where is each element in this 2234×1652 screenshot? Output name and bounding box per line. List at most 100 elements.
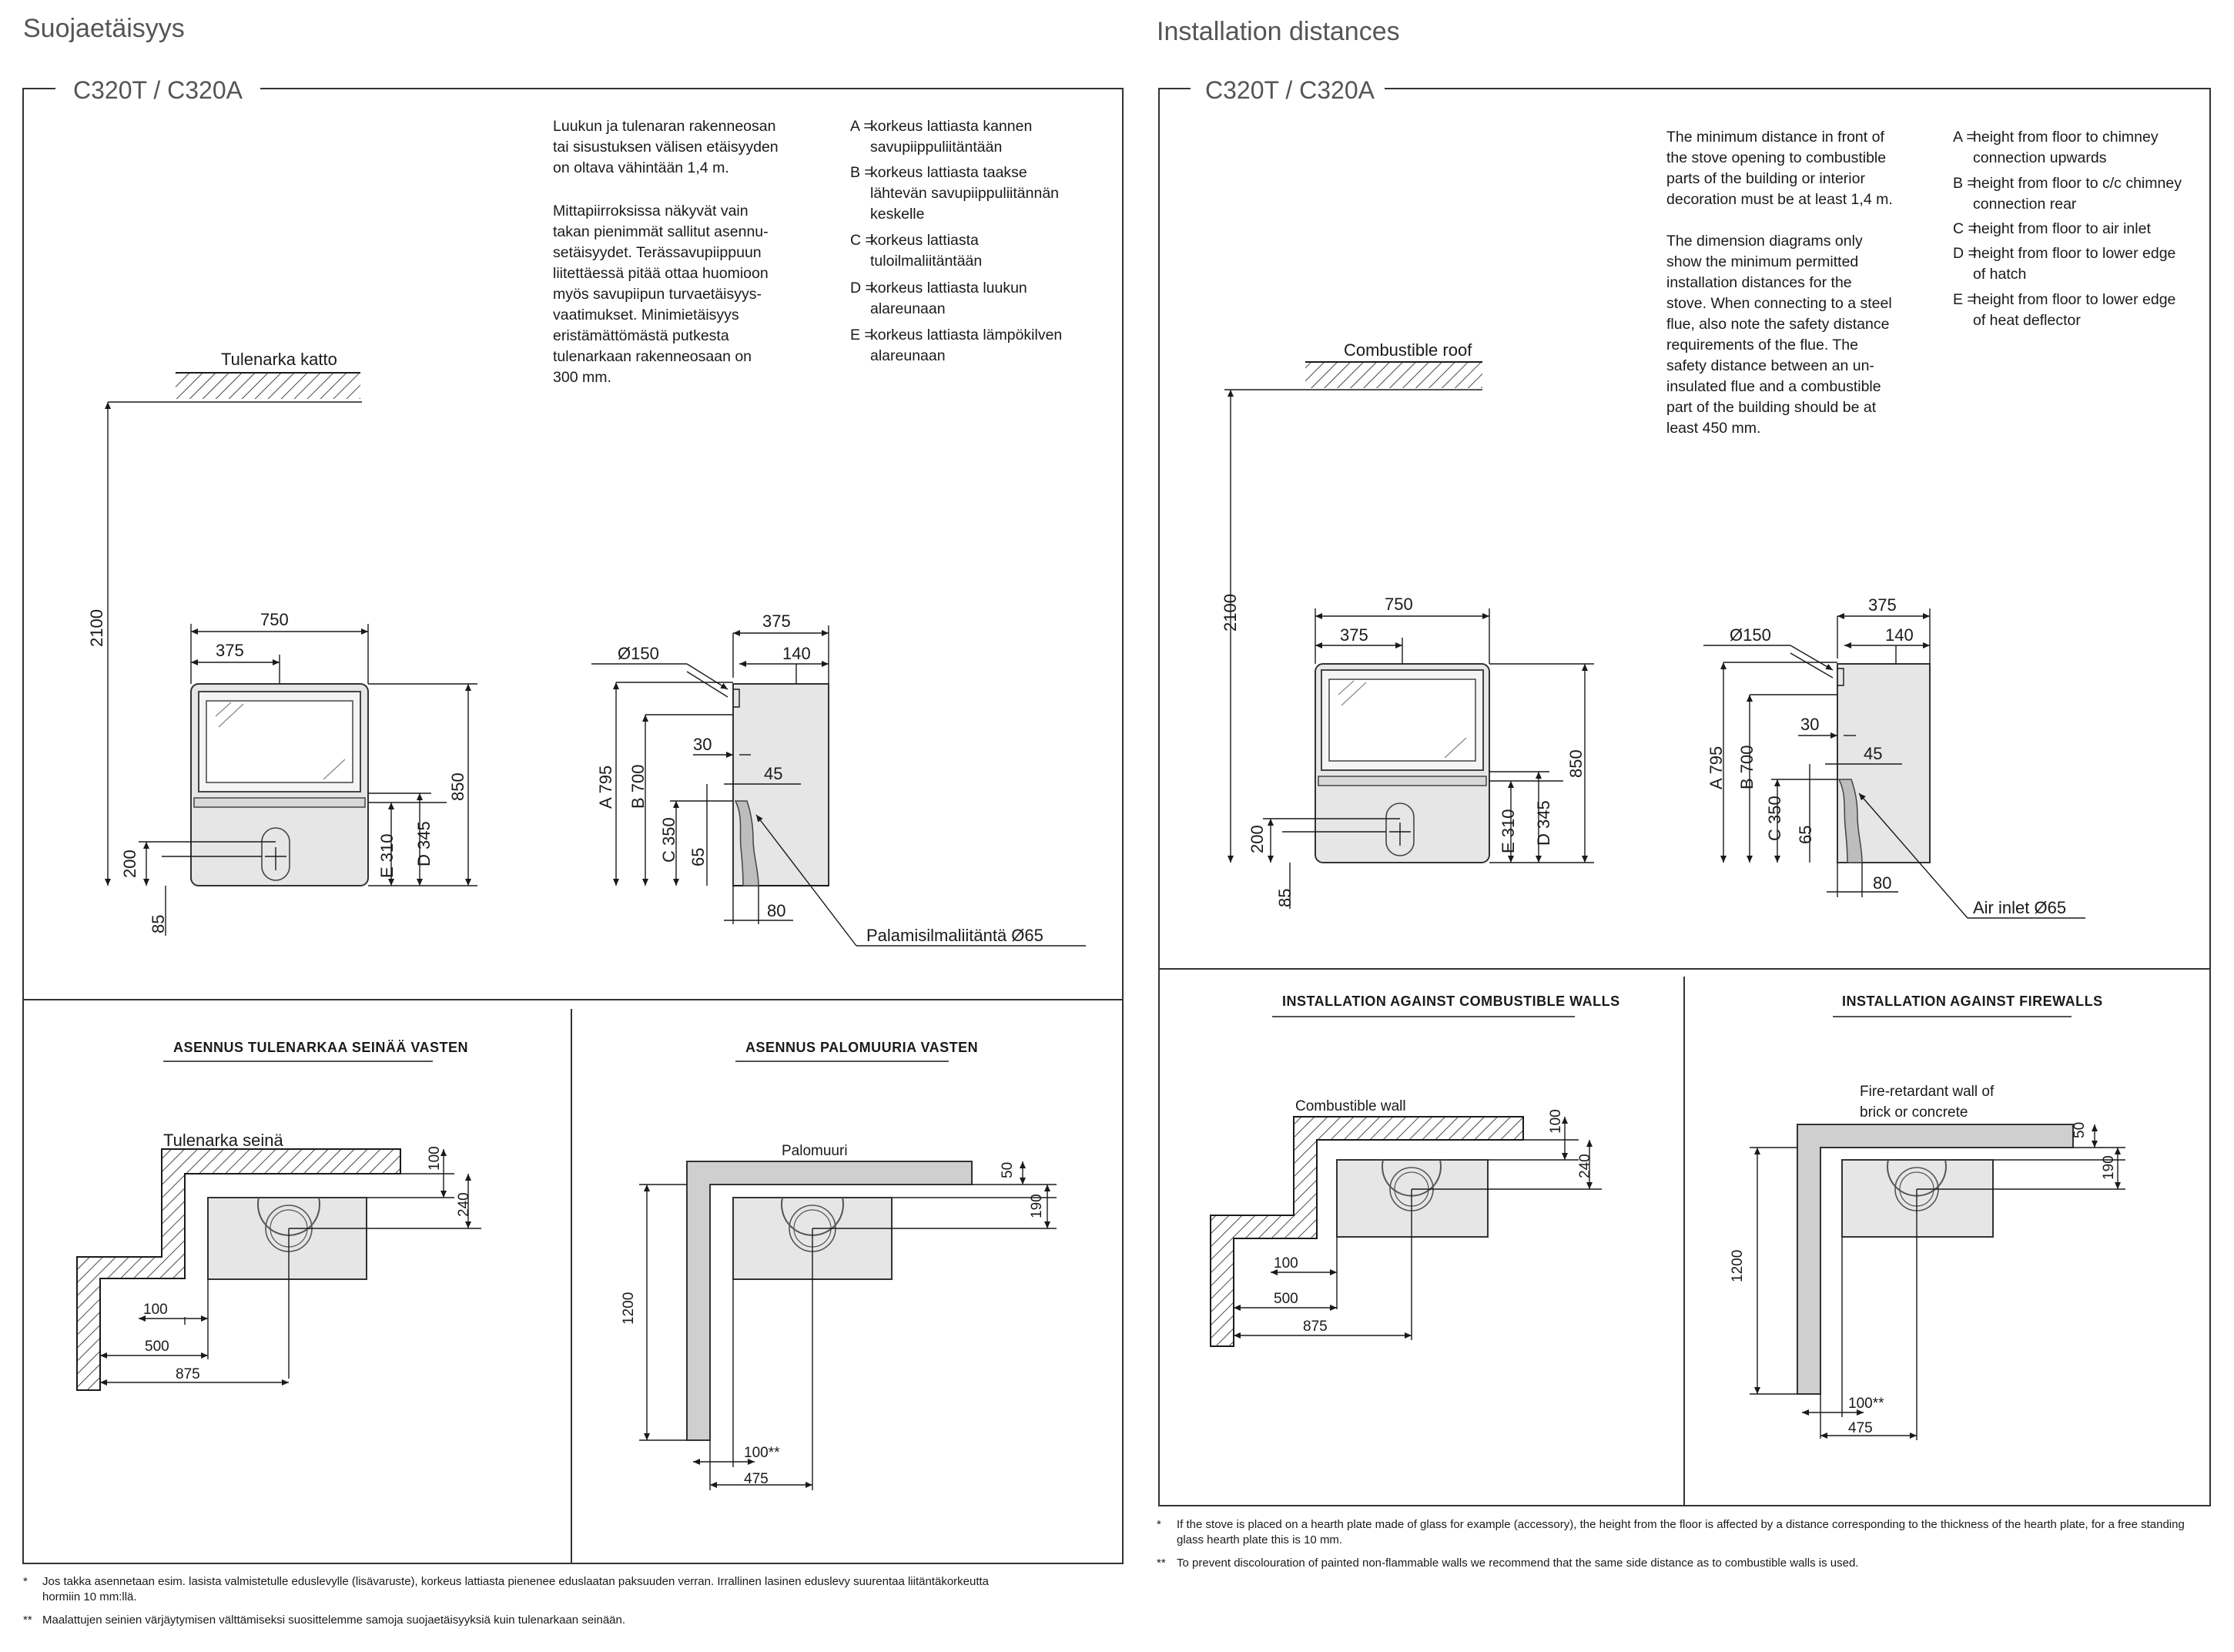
legend-key: C =: [850, 232, 874, 249]
dim-inlet-x: 85: [1275, 889, 1295, 907]
dim-inlet-back: 80: [767, 901, 785, 920]
right-intro-text: The minimum distance in front of the sto…: [1666, 129, 1893, 437]
left-front-view: 2100 750 375 850 D 345 E 310 200: [87, 402, 477, 936]
left-main-frame: [22, 88, 1124, 1564]
dim-depth: 375: [1868, 595, 1897, 615]
legend-key: E =: [1953, 291, 1976, 308]
roof-hatch: [176, 373, 360, 399]
legend-key: E =: [850, 327, 873, 343]
left-body-line: myös savupiipun turvaetäisyys-: [553, 286, 762, 303]
legend-text: savupiippuliitäntään: [870, 139, 1002, 156]
left-intro-line: on oltava vähintään 1,4 m.: [553, 159, 729, 176]
footnote-text: Maalattujen seinien värjäytymisen välttä…: [42, 1613, 625, 1627]
dim-wall-back: 240: [1577, 1154, 1593, 1178]
dim-depth: 375: [762, 612, 791, 631]
wall-label: Tulenarka seinä: [163, 1131, 283, 1150]
dim-flue-offset: 140: [782, 644, 811, 663]
dim-c: C 350: [659, 817, 678, 863]
legend-key: D =: [1953, 245, 1977, 262]
dim-d: D 345: [1534, 800, 1553, 846]
firewall-label: Fire-retardant wall of: [1860, 1084, 1995, 1100]
dim-wall-side: 100: [427, 1146, 443, 1171]
legend-text: height from floor to c/c chimney: [1973, 175, 2182, 192]
legend-key: A =: [1953, 129, 1975, 146]
left-model-label: C320T / C320A: [73, 76, 243, 104]
legend-text: alareunaan: [870, 347, 946, 364]
left-legend: A = korkeus lattiasta kannen savupiippul…: [850, 118, 1062, 364]
dim-rear-gap: 30: [693, 735, 712, 754]
left-body-line: vaatimukset. Minimietäisyys: [553, 307, 739, 323]
section-title-firewall: INSTALLATION AGAINST FIREWALLS: [1842, 994, 2103, 1009]
left-page: Suojaetäisyys C320T / C320A Luukun ja tu…: [22, 14, 1124, 1627]
right-intro-line: The minimum distance in front of: [1666, 129, 1884, 146]
right-body-line: stove. When connecting to a steel: [1666, 295, 1892, 312]
dim-flue-diameter: Ø150: [618, 644, 659, 663]
right-body-line: show the minimum permitted: [1666, 253, 1858, 270]
dim-ceiling: 2100: [87, 609, 106, 647]
legend-text: korkeus lattiasta: [870, 232, 979, 249]
dim-inlet-offset: 65: [688, 848, 708, 866]
air-inlet-label: Air inlet Ø65: [1973, 898, 2066, 917]
left-body-line: setäisyydet. Terässavupiippuun: [553, 244, 762, 261]
dim-d: D 345: [414, 821, 434, 866]
legend-text: of heat deflector: [1973, 312, 2081, 329]
left-side-view: 375 140 Ø150 A 795 B 700 30 45 C 350 65: [591, 612, 1086, 947]
dim-wall-side-875: 875: [176, 1366, 200, 1382]
dim-fw-back-50: 50: [1000, 1162, 1016, 1178]
legend-text: korkeus lattiasta kannen: [870, 118, 1032, 135]
dim-inlet-x: 85: [149, 915, 168, 933]
legend-text: lähtevän savupiippuliitännän: [870, 185, 1059, 202]
left-intro-line: tai sisustuksen välisen etäisyyden: [553, 139, 779, 156]
dim-ceiling: 2100: [1221, 594, 1240, 632]
dim-width: 750: [260, 610, 289, 629]
right-body-line: installation distances for the: [1666, 274, 1852, 291]
dim-height: 850: [1566, 749, 1586, 778]
right-page: Installation distances C320T / C320A The…: [1157, 17, 2211, 1570]
dim-b: B 700: [628, 765, 648, 809]
left-body-line: Mittapiirroksissa näkyvät vain: [553, 203, 749, 219]
legend-text: height from floor to air inlet: [1973, 220, 2151, 237]
dim-fw-back-190: 190: [1029, 1194, 1045, 1218]
combustible-wall: [1210, 1116, 1524, 1347]
right-body-line: part of the building should be at: [1666, 399, 1877, 416]
section-title-firewall: ASENNUS PALOMUURIA VASTEN: [745, 1040, 978, 1055]
firewall-label: brick or concrete: [1860, 1104, 1968, 1121]
dim-width: 750: [1385, 595, 1413, 614]
right-legend: A = height from floor to chimney connect…: [1953, 129, 2182, 329]
dim-inlet-height: 200: [1248, 825, 1267, 853]
dim-fw-side-1200: 1200: [621, 1292, 637, 1325]
left-body-line: 300 mm.: [553, 369, 611, 386]
dim-wall-side-100: 100: [143, 1302, 168, 1318]
right-body-line: requirements of the flue. The: [1666, 337, 1858, 354]
right-body-line: flue, also note the safety distance: [1666, 316, 1889, 333]
footnote-mark: *: [23, 1575, 28, 1588]
legend-text: connection rear: [1973, 196, 2077, 213]
left-footnotes: * Jos takka asennetaan esim. lasista val…: [23, 1575, 990, 1627]
legend-text: of hatch: [1973, 266, 2026, 283]
legend-text: korkeus lattiasta luukun: [870, 280, 1027, 297]
right-footnotes: * If the stove is placed on a hearth pla…: [1157, 1518, 2185, 1570]
footnote-text: hormiin 10 mm:llä.: [42, 1590, 137, 1603]
dim-rear-gap: 30: [1800, 715, 1819, 734]
firewall-label: Palomuuri: [782, 1143, 848, 1159]
footnote-text: Jos takka asennetaan esim. lasista valmi…: [42, 1575, 990, 1588]
footnote-text: If the stove is placed on a hearth plate…: [1177, 1518, 2185, 1531]
legend-text: height from floor to chimney: [1973, 129, 2159, 146]
legend-key: A =: [850, 118, 872, 135]
left-roof: Tulenarka katto: [108, 350, 362, 403]
section-title-combustible: ASENNUS TULENARKAA SEINÄÄ VASTEN: [173, 1040, 468, 1055]
dim-a: A 795: [1706, 746, 1726, 789]
dim-inlet-height: 200: [120, 849, 139, 878]
legend-key: C =: [1953, 220, 1977, 237]
right-body-line: The dimension diagrams only: [1666, 233, 1863, 250]
footnote-text: To prevent discolouration of painted non…: [1177, 1556, 1858, 1570]
footnote-text: glass hearth plate this is 10 mm.: [1177, 1533, 1342, 1546]
roof-hatch: [1305, 362, 1482, 388]
footnote-mark: **: [1157, 1556, 1166, 1570]
dim-c: C 350: [1765, 796, 1784, 841]
left-body-line: eristämättömästä putkesta: [553, 327, 729, 344]
dim-wall-side-875: 875: [1303, 1319, 1328, 1335]
dim-e: E 310: [1499, 809, 1518, 854]
section-title-combustible: INSTALLATION AGAINST COMBUSTIBLE WALLS: [1282, 994, 1620, 1009]
right-model-label: C320T / C320A: [1205, 76, 1375, 104]
